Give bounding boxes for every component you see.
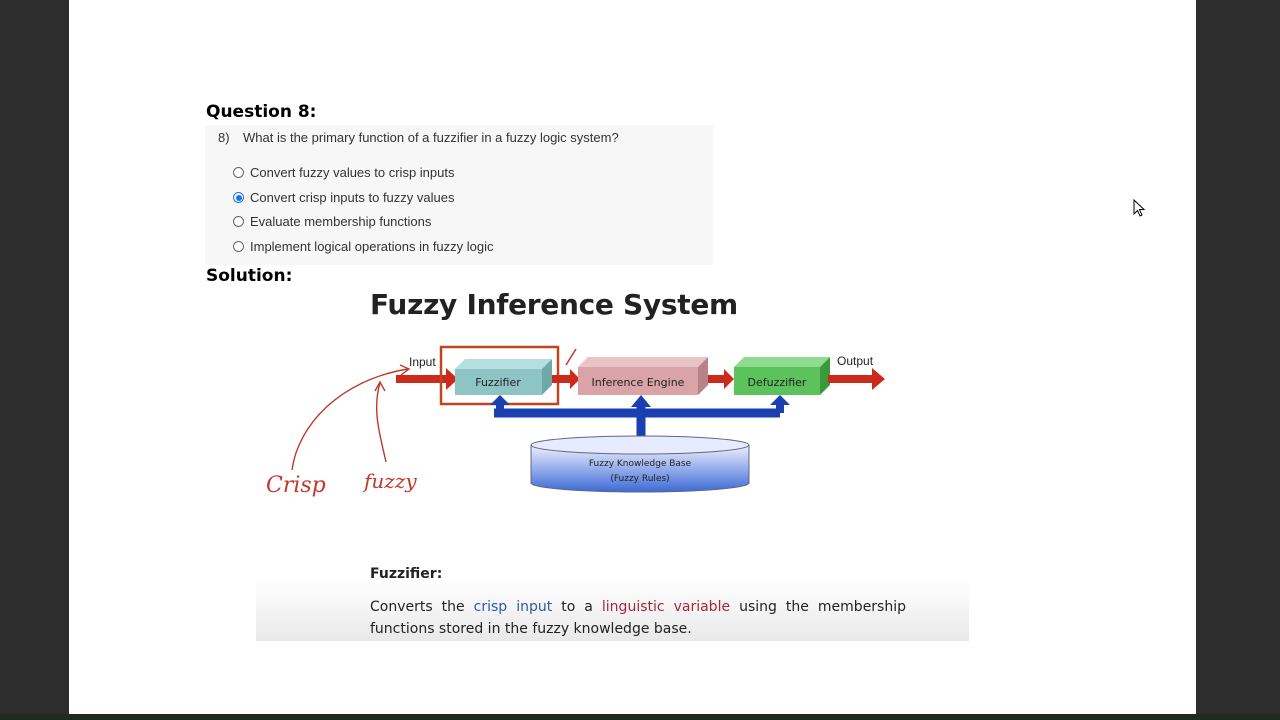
question-text: 8) What is the primary function of a fuzz…: [218, 130, 619, 145]
highlight-crisp-input: crisp input: [473, 599, 553, 615]
fuzzifier-side: [542, 359, 552, 395]
arrow-to-inference: [552, 369, 580, 389]
left-margin: [0, 0, 69, 720]
radio-button-selected[interactable]: [233, 192, 244, 203]
fuzzifier-label: Fuzzifier: [475, 376, 521, 389]
option-1[interactable]: Convert fuzzy values to crisp inputs: [233, 165, 454, 180]
definition-title: Fuzzifier:: [370, 566, 443, 582]
fuzzy-arrowhead: [374, 380, 386, 392]
question-prompt: What is the primary function of a fuzzif…: [243, 130, 619, 145]
arrow-to-defuzzifier: [708, 369, 734, 389]
option-label: Convert fuzzy values to crisp inputs: [250, 165, 455, 180]
crisp-annotation-arrow: [291, 368, 409, 471]
output-label: Output: [837, 354, 874, 368]
quiz-panel: [205, 125, 713, 265]
definition-text: Converts the crisp input to a linguistic…: [370, 596, 906, 640]
kb-arrowhead-middle: [631, 395, 651, 407]
question-heading: Question 8:: [206, 102, 317, 122]
highlight-linguistic-variable: linguistic variable: [601, 599, 731, 615]
defuzzifier-label: Defuzzifier: [748, 376, 807, 389]
fuzzy-inference-diagram: Input Fuzzifier Inference Engine Defuzzi…: [266, 345, 885, 498]
inference-top: [578, 357, 708, 367]
radio-button[interactable]: [233, 216, 244, 227]
definition-text-3: using the membership functions stored in…: [370, 599, 907, 637]
crisp-arrowhead: [399, 364, 411, 376]
defuzzifier-top: [734, 357, 830, 367]
question-number: 8): [218, 130, 230, 145]
knowledge-base-top: [530, 435, 750, 455]
radio-button[interactable]: [233, 167, 244, 178]
crisp-annotation: Crisp: [266, 473, 326, 498]
knowledge-base-label-2: (Fuzzy Rules): [610, 474, 669, 484]
definition-text-2: to a: [552, 599, 602, 615]
inference-engine-label: Inference Engine: [592, 376, 685, 389]
defuzzifier-side: [820, 357, 830, 395]
output-arrow: [828, 368, 885, 390]
radio-button[interactable]: [233, 241, 244, 252]
knowledge-base-body: [530, 445, 750, 493]
fuzzifier-block: [455, 369, 542, 395]
option-label: Implement logical operations in fuzzy lo…: [250, 239, 494, 254]
kb-arrowhead-left: [490, 395, 510, 405]
inference-engine-block: [578, 367, 698, 395]
option-label: Evaluate membership functions: [250, 214, 432, 229]
input-label: Input: [409, 355, 436, 369]
mouse-cursor-icon: [1133, 199, 1146, 217]
fuzzy-annotation-arrow: [375, 382, 387, 463]
knowledge-base-label-1: Fuzzy Knowledge Base: [589, 459, 692, 469]
defuzzifier-block: [734, 367, 820, 395]
tick-mark: [565, 348, 577, 366]
definition-text-1: Converts the: [370, 599, 474, 615]
option-label: Convert crisp inputs to fuzzy values: [250, 190, 455, 205]
definition-panel: [256, 578, 969, 641]
option-3[interactable]: Evaluate membership functions: [233, 214, 431, 229]
option-2[interactable]: Convert crisp inputs to fuzzy values: [233, 190, 454, 205]
diagram-title: Fuzzy Inference System: [370, 288, 738, 321]
fuzzy-annotation: fuzzy: [362, 469, 417, 493]
fuzzifier-top: [455, 359, 552, 369]
input-arrow: [396, 368, 458, 390]
right-margin: [1196, 0, 1280, 720]
inference-side: [698, 357, 708, 395]
kb-arrowhead-right: [770, 395, 790, 405]
bottom-strip: [0, 714, 1280, 720]
option-4[interactable]: Implement logical operations in fuzzy lo…: [233, 239, 494, 254]
solution-heading: Solution:: [206, 266, 293, 286]
